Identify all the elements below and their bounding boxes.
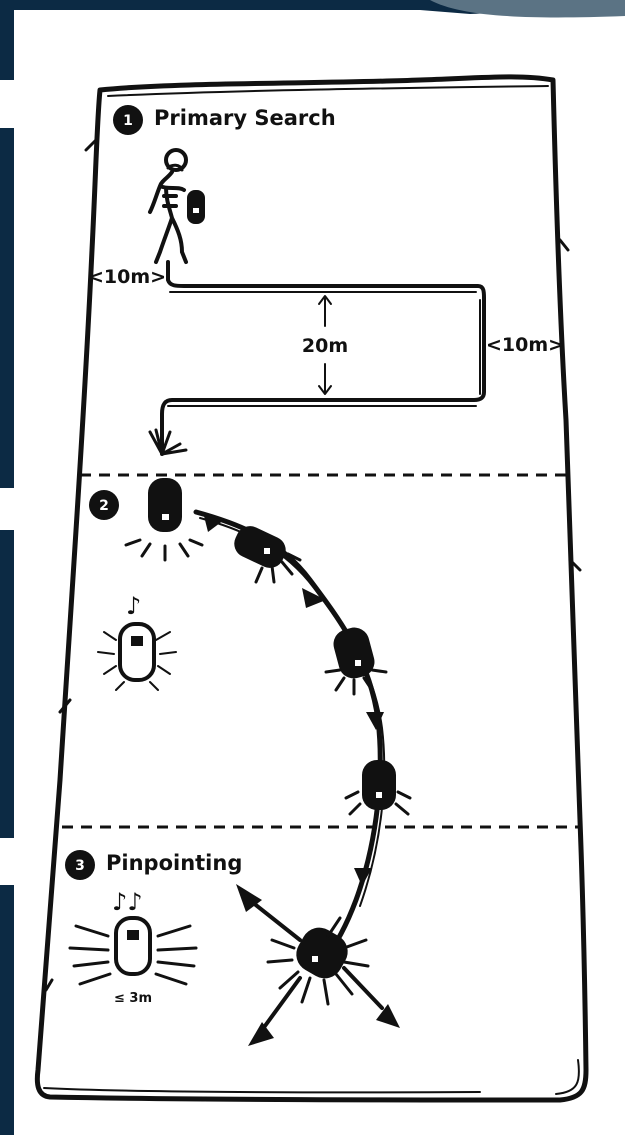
searching-transceiver bbox=[326, 624, 386, 694]
section-1-number: 1 bbox=[123, 113, 133, 129]
height-label: 20m bbox=[302, 335, 348, 357]
section-dividers bbox=[62, 475, 580, 827]
section-3-title: Pinpointing bbox=[106, 851, 242, 875]
transceiver-icon bbox=[187, 190, 205, 224]
direction-arrow-icon bbox=[204, 516, 384, 886]
single-beep-legend: ♪ bbox=[98, 592, 176, 690]
double-beep-legend: ♪♪ ≤ 3m bbox=[70, 888, 196, 1006]
section-2-header: 2 bbox=[89, 490, 119, 520]
section-2-number: 2 bbox=[99, 498, 109, 514]
direction-arrow-icon bbox=[248, 1022, 274, 1046]
pinpoint-transceiver bbox=[268, 918, 368, 1004]
section-1-title: Primary Search bbox=[154, 106, 336, 130]
left-width-label: <10m> bbox=[88, 266, 166, 288]
music-note-icon: ♪ bbox=[126, 592, 141, 620]
pinpoint-range-label: ≤ 3m bbox=[114, 991, 152, 1006]
flashing-transceiver-icon bbox=[70, 918, 196, 984]
section-3-number: 3 bbox=[75, 858, 85, 874]
music-note-icon: ♪♪ bbox=[112, 888, 143, 916]
searching-transceiver bbox=[126, 478, 202, 560]
flashing-transceiver-icon bbox=[98, 624, 176, 690]
primary-search-path bbox=[150, 262, 484, 454]
right-width-label: <10m> bbox=[486, 334, 564, 356]
skier-icon bbox=[150, 150, 186, 262]
searching-transceiver bbox=[230, 522, 300, 582]
secondary-search-path bbox=[196, 512, 384, 960]
section-1-header: 1 Primary Search bbox=[113, 105, 336, 135]
searching-transceiver bbox=[346, 760, 410, 814]
section-3-header: 3 Pinpointing bbox=[65, 850, 242, 880]
